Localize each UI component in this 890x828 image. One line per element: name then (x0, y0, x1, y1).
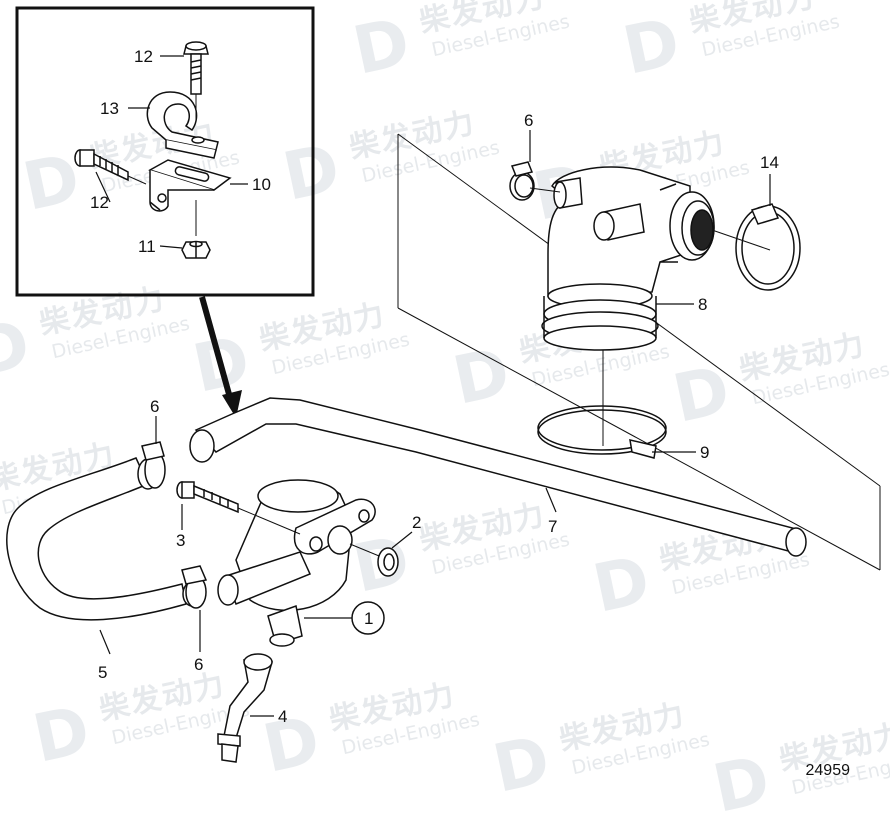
clamp-13 (146, 91, 219, 159)
guide-line (237, 507, 301, 535)
bolt-12-lower (74, 149, 129, 182)
hose-clamp-9 (537, 405, 667, 459)
callout-10: 10 (252, 175, 271, 194)
drawing-number: 24959 (805, 762, 851, 779)
washer-2 (377, 547, 399, 577)
callout-6-top: 6 (524, 111, 533, 130)
guide-line (529, 187, 561, 193)
hose-clamp-6-top (509, 161, 535, 201)
detail-inset: 12 13 12 10 11 (15, 6, 315, 418)
oil-separator-1 (217, 479, 376, 647)
guide-line (127, 175, 147, 185)
callout-13: 13 (100, 99, 119, 118)
bolt-12-upper (183, 41, 209, 95)
hose-clamp-6-left (141, 441, 166, 489)
elbow-housing-8 (541, 166, 715, 351)
bracket-10 (148, 159, 232, 212)
callout-6-left: 6 (150, 397, 159, 416)
callout-4: 4 (278, 707, 287, 726)
callout-5: 5 (98, 663, 107, 682)
pipe-7 (189, 397, 807, 557)
callout-1-circle (351, 601, 385, 635)
leader-lines (99, 130, 771, 717)
callout-8: 8 (698, 295, 707, 314)
callout-11: 11 (138, 237, 156, 256)
callout-6-bottom: 6 (194, 655, 203, 674)
callout-9: 9 (700, 443, 709, 462)
callout-12-lower: 12 (90, 193, 109, 212)
callout-3: 3 (176, 531, 185, 550)
callout-2: 2 (412, 513, 421, 532)
callout-12-upper: 12 (134, 47, 153, 66)
callout-14: 14 (760, 153, 779, 172)
hose-5 (6, 457, 202, 621)
inset-frame (15, 6, 315, 297)
inset-pointer-arrow (199, 296, 235, 406)
callout-7: 7 (548, 517, 557, 536)
nut-11 (181, 240, 211, 259)
guide-line (711, 229, 771, 251)
hose-clamp-6-bottom (181, 565, 208, 609)
inset-pointer-arrowhead (222, 390, 242, 418)
bolt-3 (176, 481, 239, 514)
drain-pipe-4 (217, 653, 273, 763)
callout-1: 1 (364, 609, 373, 628)
hose-clamp-14 (735, 203, 801, 291)
inset-leader-lines (95, 55, 248, 249)
